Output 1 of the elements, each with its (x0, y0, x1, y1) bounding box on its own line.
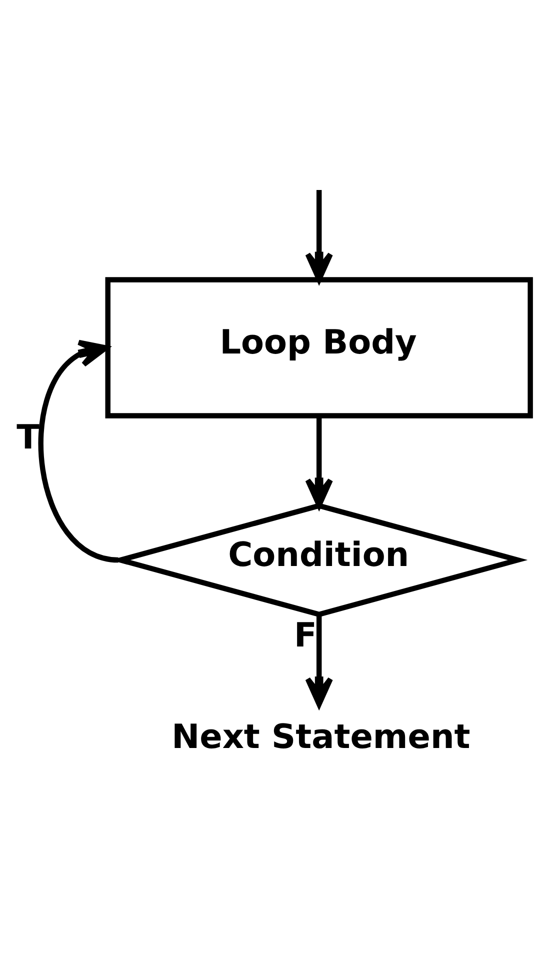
node-text: Next Statement (172, 716, 470, 756)
